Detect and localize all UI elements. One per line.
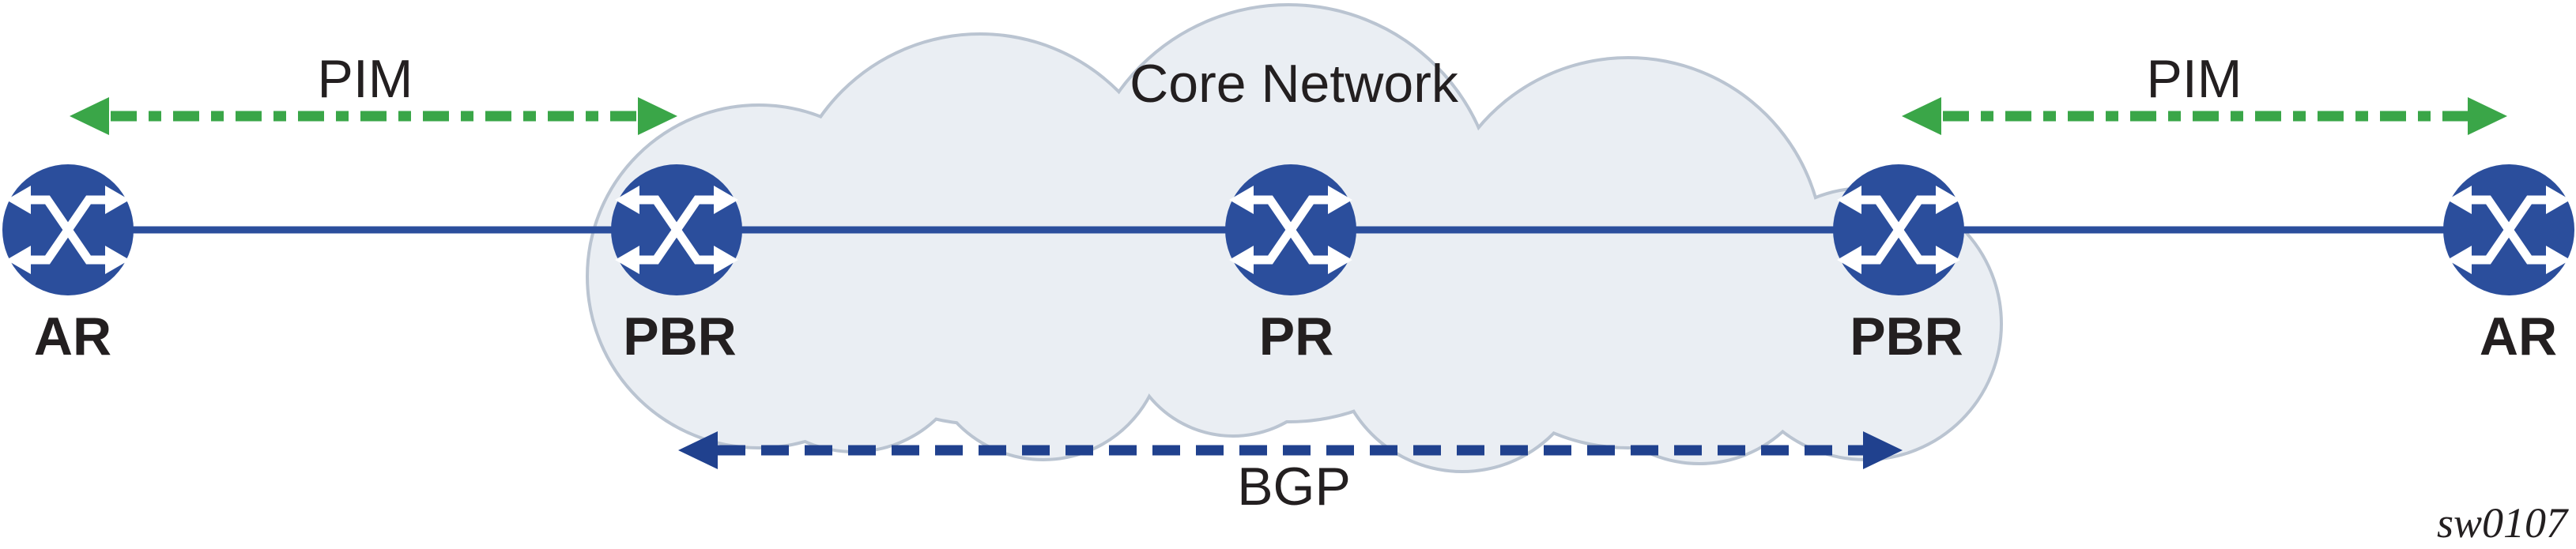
router-label-ar-left: AR xyxy=(33,306,112,367)
router-label-pbr-right: PBR xyxy=(1850,306,1963,367)
core-network-label: Core Network xyxy=(1130,54,1458,114)
pim-label-right: PIM xyxy=(2146,49,2242,109)
router-icon-pbr-left xyxy=(611,164,742,295)
router-label-pbr-left: PBR xyxy=(623,306,737,367)
pim-arrow-left xyxy=(70,97,677,135)
router-icon-pr xyxy=(1225,164,1356,295)
router-icon-ar-left xyxy=(2,164,134,295)
pim-arrow-right xyxy=(1902,97,2507,135)
router-label-ar-right: AR xyxy=(2479,306,2558,367)
figure-id-watermark: sw0107 xyxy=(2436,499,2567,547)
router-label-pr: PR xyxy=(1258,306,1334,367)
bgp-arrow xyxy=(678,431,1903,469)
router-icon-pbr-right xyxy=(1833,164,1964,295)
pim-label-left: PIM xyxy=(317,49,413,109)
router-icon-ar-right xyxy=(2443,164,2574,295)
bgp-label: BGP xyxy=(1237,457,1351,517)
